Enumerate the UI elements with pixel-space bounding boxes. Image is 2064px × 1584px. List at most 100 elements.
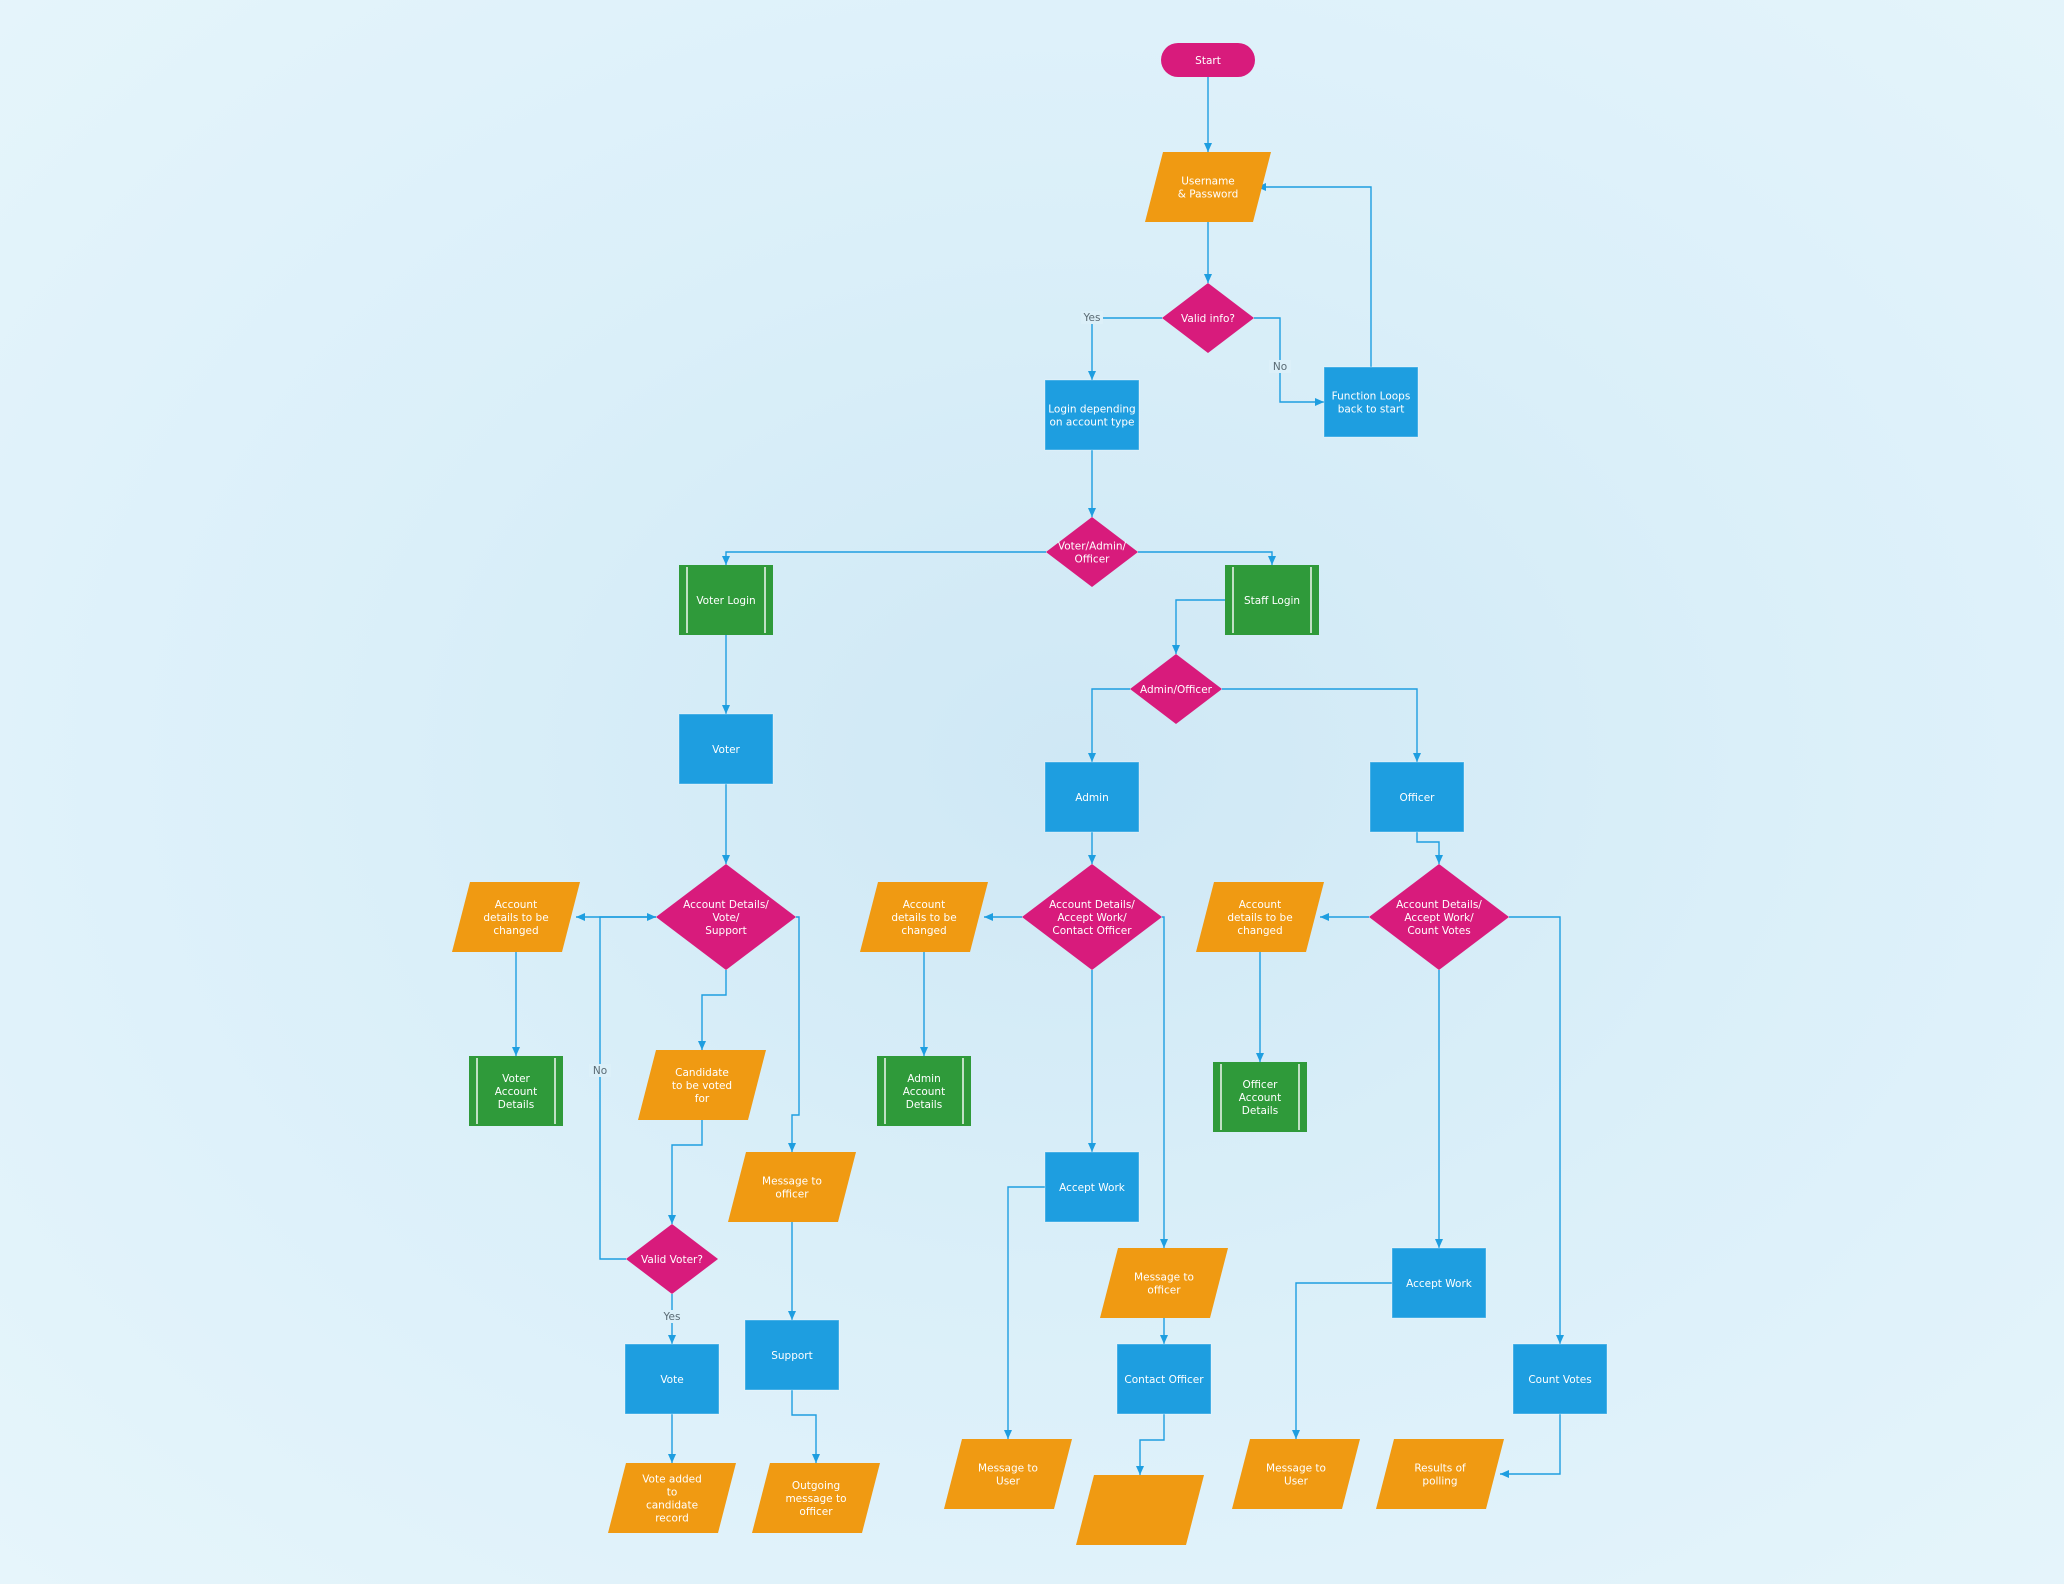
officer-acct-details-shape (1213, 1062, 1307, 1132)
edge-label-bg (1269, 360, 1291, 373)
admin-msg-officer-shape (1100, 1248, 1228, 1318)
admin-officer-node: Admin/Officer (1130, 654, 1222, 724)
voter-decision-shape (656, 864, 796, 970)
connector-8 (1138, 551, 1276, 565)
admin-msg-user-shape (944, 1439, 1072, 1509)
admin-decision-shape (1022, 864, 1162, 970)
vote-label: Vote (660, 1374, 683, 1386)
connector-21 (599, 913, 656, 1260)
connector-38 (1500, 1414, 1561, 1478)
connector-19 (788, 916, 800, 1152)
connector-7 (722, 551, 1046, 565)
connector-32 (1136, 1414, 1165, 1475)
contact-output-shape (1076, 1475, 1204, 1545)
staff-login-shape (1225, 565, 1319, 635)
staff-login-node: Staff Login (1225, 565, 1319, 635)
officer-accept-work-shape (1391, 1247, 1487, 1319)
connectors (512, 77, 1564, 1478)
valid-voter-shape (626, 1224, 718, 1294)
results-polling-shape (1376, 1439, 1504, 1509)
officer-acct-change-shape (1196, 882, 1324, 952)
vote-shape (624, 1343, 720, 1415)
edge-label-no-valid-voter: No (593, 1065, 607, 1077)
edge-label-yes-valid-info: Yes (1083, 312, 1101, 324)
admin-acct-details-shape (877, 1056, 971, 1126)
username-password-shape (1145, 152, 1271, 222)
admin-shape (1044, 761, 1140, 833)
valid-voter-label: Valid Voter? (641, 1254, 703, 1266)
admin-acct-change-shape (860, 882, 988, 952)
voter-decision-label: Account Details/Vote/Support (683, 899, 769, 937)
valid-info-node: Valid info? (1162, 283, 1254, 353)
connector-11 (1088, 688, 1130, 762)
start-shape (1161, 43, 1255, 77)
login-depending-shape (1044, 379, 1140, 451)
officer-decision-label: Account Details/Accept Work/Count Votes (1396, 899, 1482, 937)
voter-admin-officer-shape (1046, 517, 1138, 587)
username-password-node: Username& Password (1145, 152, 1271, 222)
voter-login-node: Voter Login (679, 565, 773, 635)
vote-node: Vote (624, 1343, 720, 1415)
contact-officer-node: Contact Officer (1116, 1343, 1212, 1415)
officer-accept-work-node: Accept Work (1391, 1247, 1487, 1319)
count-votes-shape (1512, 1343, 1608, 1415)
contact-officer-label: Contact Officer (1124, 1374, 1204, 1386)
start-node: Start (1161, 43, 1255, 77)
connector-25 (791, 1390, 820, 1463)
voter-admin-officer-label: Voter/Admin/Officer (1058, 541, 1127, 566)
connector-15 (1416, 832, 1443, 864)
username-password-label: Username& Password (1178, 176, 1239, 201)
voter-acct-details-shape (469, 1056, 563, 1126)
voter-node: Voter (678, 713, 774, 785)
connector-31 (1004, 1186, 1045, 1439)
support-node: Support (744, 1319, 840, 1391)
contact-officer-shape (1116, 1343, 1212, 1415)
start-label: Start (1195, 55, 1221, 67)
count-votes-label: Count Votes (1528, 1374, 1591, 1386)
voter-label: Voter (712, 744, 740, 756)
connector-12 (1222, 688, 1421, 762)
voter-msg-officer-shape (728, 1152, 856, 1222)
edge-label-bg (661, 1310, 683, 1323)
officer-decision-shape (1369, 864, 1509, 970)
valid-info-shape (1162, 283, 1254, 353)
voter-login-shape (679, 565, 773, 635)
edge-label-yes-valid-voter: Yes (663, 1311, 681, 1323)
officer-msg-user-shape (1232, 1439, 1360, 1509)
connector-5 (1257, 183, 1372, 367)
officer-label: Officer (1400, 792, 1436, 804)
admin-node: Admin (1044, 761, 1140, 833)
connector-18 (698, 970, 727, 1050)
edge-label-bg (589, 1064, 611, 1077)
admin-officer-label: Admin/Officer (1140, 684, 1213, 696)
officer-shape (1369, 761, 1465, 833)
admin-officer-shape (1130, 654, 1222, 724)
valid-info-label: Valid info? (1181, 313, 1235, 325)
voter-decision-node: Account Details/Vote/Support (656, 864, 796, 970)
